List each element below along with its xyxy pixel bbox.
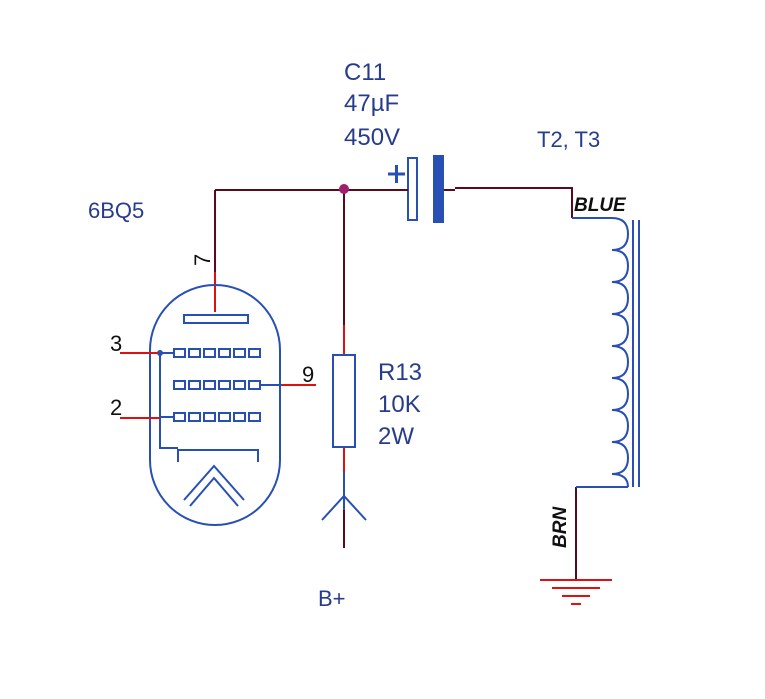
plate-wire: [214, 189, 400, 272]
grid-row-g3: [173, 348, 261, 358]
tube-label: 6BQ5: [88, 198, 144, 223]
pin-2-label: 2: [110, 395, 122, 420]
capacitor-c11: [388, 155, 455, 223]
bplus-arrow: [321, 472, 367, 521]
resistor-ref: R13: [378, 359, 422, 386]
capacitor-ref: C11: [344, 59, 386, 86]
coupling-wire: [455, 187, 573, 218]
ground-symbol: [540, 579, 612, 605]
pin-7-label: 7: [190, 254, 215, 266]
pin-9-label: 9: [302, 362, 314, 387]
tube-6bq5: [120, 272, 316, 526]
transformer-ref: T2, T3: [537, 127, 600, 152]
pin-3-label: 3: [110, 331, 122, 356]
tube-plate: [183, 314, 249, 324]
grid-row-g1: [173, 412, 261, 422]
transformer-bottom-lead: BRN: [550, 506, 571, 548]
resistor-power: 2W: [378, 423, 414, 450]
resistor-value: 10K: [378, 391, 421, 418]
capacitor-value: 47µF: [344, 90, 399, 117]
capacitor-voltage: 450V: [344, 124, 400, 151]
junction-dot: [339, 184, 349, 194]
bplus-label: B+: [318, 586, 346, 611]
transformer-t2-t3: [572, 217, 640, 488]
resistor-r13: [332, 325, 356, 472]
grid-row-g2: [173, 380, 261, 390]
transformer-top-lead: BLUE: [574, 195, 627, 216]
